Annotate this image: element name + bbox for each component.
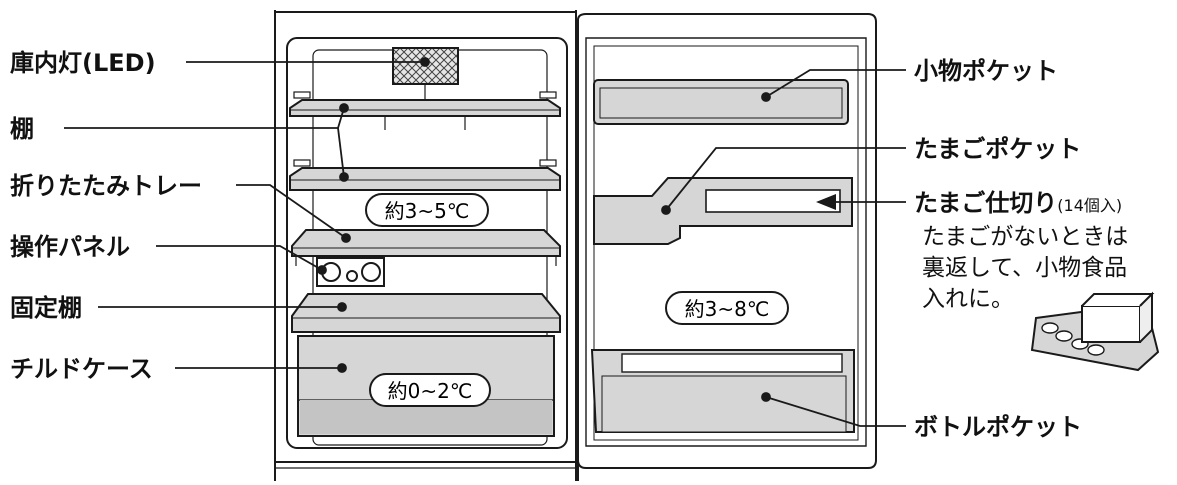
egg-divider-tray: [1030, 291, 1160, 372]
fixed-shelf: [291, 293, 561, 333]
temp-badge-door: 約3~8℃: [665, 291, 789, 325]
temp-badge-upper: 約3~5℃: [365, 193, 489, 227]
control-panel: [316, 257, 385, 287]
egg-pocket: [593, 177, 853, 245]
chilled-case: [297, 335, 555, 437]
shelf-second: [289, 159, 561, 191]
label-folding-tray: 折りたたみトレー: [10, 172, 202, 200]
led-light: [392, 47, 459, 100]
temp-chilled-text: 約0~2℃: [388, 379, 473, 403]
label-bottle-pocket: ボトルポケット: [914, 413, 1082, 441]
small-items-pocket: [593, 79, 849, 125]
label-egg-divider: たまご仕切り(14個入): [914, 191, 1122, 215]
shelf-top: [289, 91, 561, 130]
egg-divider-capacity: (14個入): [1057, 196, 1123, 215]
leader-lines-right: [661, 69, 906, 427]
egg-divider-note: たまごがないときは 裏返して、小物食品 入れに。: [922, 224, 1129, 312]
temp-door-text: 約3~8℃: [685, 297, 770, 321]
label-interior-light: 庫内灯(LED): [10, 49, 156, 77]
bottle-pocket: [590, 349, 855, 433]
temp-badge-chilled: 約0~2℃: [369, 373, 491, 407]
label-control-panel: 操作パネル: [10, 233, 130, 261]
leader-lines-left: [64, 57, 430, 373]
door: [577, 13, 877, 481]
folding-tray: [291, 229, 561, 266]
label-fixed-shelf: 固定棚: [10, 294, 82, 322]
temp-upper-text: 約3~5℃: [385, 199, 470, 223]
label-chilled-case: チルドケース: [10, 355, 153, 383]
label-egg-pocket: たまごポケット: [914, 135, 1082, 163]
label-small-items-pocket: 小物ポケット: [914, 57, 1058, 85]
label-shelf: 棚: [10, 115, 34, 143]
egg-divider-title: たまご仕切り: [914, 189, 1058, 217]
